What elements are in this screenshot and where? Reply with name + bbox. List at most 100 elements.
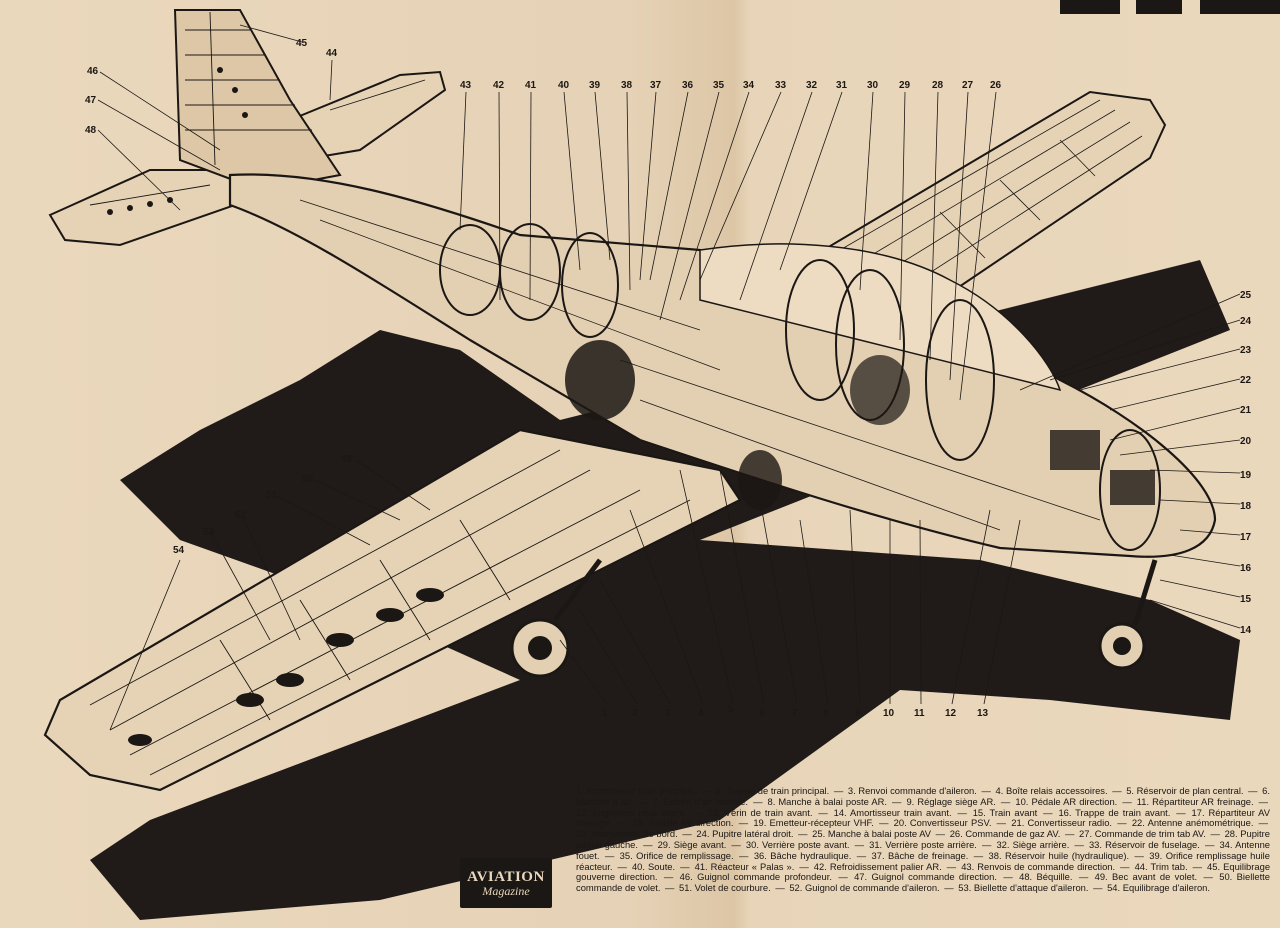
- callout-47: 47: [85, 95, 97, 106]
- legend-item: 54. Equilibrage d'aileron.: [1107, 882, 1210, 894]
- legend-item: 43. Renvois de commande direction.: [961, 860, 1116, 872]
- callout-14: 14: [1240, 625, 1252, 636]
- legend-separator: —: [814, 806, 832, 818]
- legend-separator: —: [635, 795, 651, 807]
- parts-legend: 1. Amortisseur train principal. — 2. Tra…: [576, 786, 1270, 918]
- legend-item: 25. Manche à balai poste AV: [812, 828, 932, 840]
- legend-separator: —: [1114, 817, 1130, 829]
- callout-20: 20: [1240, 436, 1252, 447]
- callout-42: 42: [493, 80, 505, 91]
- legend-item: 38. Réservoir huile (hydraulique).: [988, 849, 1130, 861]
- legend-separator: —: [1039, 806, 1057, 818]
- callout-10: 10: [883, 708, 895, 719]
- legend-item: 21. Convertisseur radio.: [1011, 817, 1113, 829]
- legend-separator: —: [750, 795, 766, 807]
- logo-line-2: Magazine: [482, 883, 530, 898]
- callout-5: 5: [728, 704, 734, 715]
- callout-25: 25: [1240, 290, 1252, 301]
- legend-item: 30. Verrière poste avant.: [745, 838, 850, 850]
- callout-23: 23: [1240, 345, 1252, 356]
- legend-item: 33. Réservoir de fuselage.: [1088, 838, 1200, 850]
- legend-separator: —: [1109, 786, 1125, 796]
- callout-54: 54: [173, 545, 185, 556]
- callout-51: 51: [266, 490, 278, 501]
- legend-item: 36. Bâche hydraulique.: [753, 849, 852, 861]
- legend-item: 17. Répartiteur AV freinage.: [576, 806, 1270, 829]
- callout-37: 37: [650, 80, 662, 91]
- callout-24: 24: [1240, 316, 1252, 327]
- callout-22: 22: [1240, 375, 1252, 386]
- legend-separator: —: [772, 882, 788, 894]
- legend-separator: —: [1207, 828, 1223, 840]
- legend-item: 13. Vérin de train avant.: [707, 806, 813, 818]
- legend-item: 7. Entrée d'air latérale.: [652, 795, 749, 807]
- legend-item: 19. Emetteur-récepteur VHF.: [753, 817, 874, 829]
- legend-item: 51. Volet de courbure.: [679, 882, 771, 894]
- callout-8: 8: [823, 708, 829, 719]
- legend-item: 2. Trappe de train principal.: [715, 786, 830, 796]
- callout-21: 21: [1240, 405, 1252, 416]
- callout-27: 27: [962, 80, 974, 91]
- legend-item: 4. Boîte relais accessoires.: [995, 786, 1108, 796]
- legend-separator: —: [1062, 828, 1078, 840]
- legend-item: 14. Amortisseur train avant.: [833, 806, 952, 818]
- callout-52: 52: [235, 510, 247, 521]
- legend-separator: —: [735, 817, 752, 829]
- callout-40: 40: [558, 80, 570, 91]
- legend-separator: —: [662, 882, 678, 894]
- legend-separator: —: [688, 806, 706, 818]
- legend-item: 42. Refroidissement palier AR.: [813, 860, 942, 872]
- callout-17: 17: [1240, 532, 1252, 543]
- legend-separator: —: [1255, 795, 1269, 807]
- legend-item: 10. Pédale AR direction.: [1015, 795, 1118, 807]
- legend-item: 31. Verrière poste arrière.: [869, 838, 977, 850]
- legend-item: 20. Convertisseur PSV.: [893, 817, 992, 829]
- legend-separator: —: [796, 860, 812, 872]
- legend-item: 1. Amortisseur train principal.: [576, 786, 697, 796]
- legend-separator: —: [853, 849, 870, 861]
- callout-43: 43: [460, 80, 472, 91]
- legend-item: 8. Manche à balai poste AR.: [767, 795, 887, 807]
- callout-38: 38: [621, 80, 633, 91]
- callout-33: 33: [775, 80, 787, 91]
- callout-36: 36: [682, 80, 694, 91]
- legend-separator: —: [1117, 860, 1133, 872]
- legend-item: 47. Guignol commande direction.: [854, 871, 997, 883]
- legend-separator: —: [1131, 849, 1148, 861]
- legend-item: 48. Béquille.: [1019, 871, 1073, 883]
- title-fragment: [1060, 0, 1280, 14]
- legend-separator: —: [997, 795, 1014, 807]
- callout-26: 26: [990, 80, 1002, 91]
- legend-item: 22. Antenne anémométrique.: [1131, 817, 1254, 829]
- legend-separator: —: [1172, 806, 1190, 818]
- legend-separator: —: [998, 871, 1018, 883]
- callout-41: 41: [525, 80, 537, 91]
- legend-separator: —: [698, 786, 714, 796]
- legend-item: 39. Orifice remplissage huile réacteur.: [576, 849, 1270, 872]
- callout-3: 3: [665, 708, 671, 719]
- leader-lines: [97, 24, 1241, 731]
- legend-separator: —: [875, 817, 892, 829]
- legend-separator: —: [831, 786, 846, 796]
- callout-44: 44: [326, 48, 338, 59]
- callout-32: 32: [806, 80, 818, 91]
- legend-item: 41. Réacteur « Palas ».: [694, 860, 795, 872]
- fuselage: [228, 173, 1217, 558]
- legend-separator: —: [933, 828, 948, 840]
- legend-separator: —: [1119, 795, 1135, 807]
- callout-39: 39: [589, 80, 601, 91]
- legend-separator: —: [677, 860, 693, 872]
- legend-item: 9. Réglage siège AR.: [906, 795, 996, 807]
- left-wing: [43, 428, 742, 792]
- legend-item: 11. Répartiteur AR freinage.: [1136, 795, 1254, 807]
- logo-line-1: AVIATION: [467, 868, 545, 885]
- callout-46: 46: [87, 66, 99, 77]
- callout-34: 34: [743, 80, 755, 91]
- legend-item: 52. Guignol de commande d'aileron.: [789, 882, 940, 894]
- legend-item: 32. Siège arrière.: [996, 838, 1070, 850]
- legend-separator: —: [614, 860, 630, 872]
- callout-28: 28: [932, 80, 944, 91]
- callout-6: 6: [759, 708, 765, 719]
